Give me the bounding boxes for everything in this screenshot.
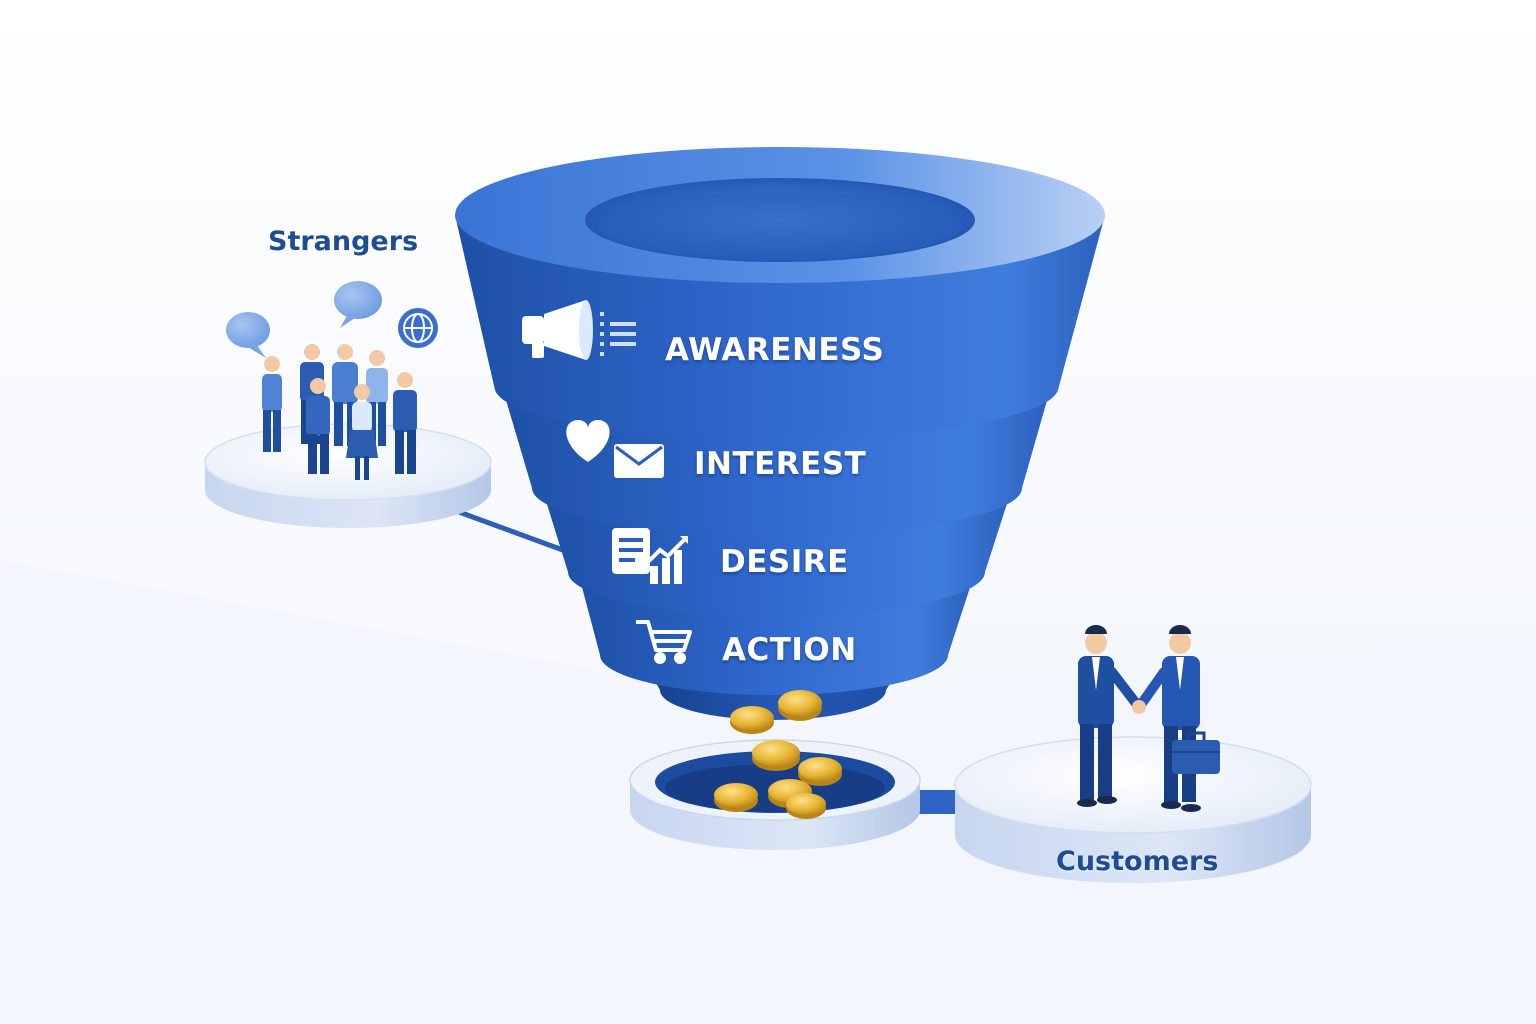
coin: [714, 783, 758, 812]
funnel-band-awareness: [455, 215, 1105, 439]
coin: [786, 793, 826, 819]
document-chart-icon: [612, 528, 688, 584]
stage-label-action: ACTION: [722, 632, 857, 668]
stage-label-awareness: AWARENESS: [665, 332, 885, 368]
funnel: [455, 147, 1105, 720]
stage-label-interest: INTEREST: [694, 446, 867, 482]
person-figure: [346, 384, 378, 480]
strangers-crowd: [262, 344, 417, 480]
chat-bubble-icon: [226, 312, 270, 358]
person-figure: [393, 372, 417, 474]
coin: [730, 706, 774, 734]
person-figure: [332, 344, 358, 446]
coin: [752, 740, 800, 771]
funnel-band-action: [578, 572, 975, 695]
customers-label: Customers: [1056, 846, 1219, 877]
coin: [778, 690, 822, 721]
strangers-label: Strangers: [268, 226, 419, 257]
funnel-band-interest: [503, 390, 1050, 536]
coin: [798, 757, 842, 786]
funnel-band-desire: [542, 488, 1012, 617]
person-figure: [262, 356, 282, 452]
briefcase-icon: [1172, 731, 1220, 774]
megaphone-icon: [522, 300, 636, 360]
shopping-cart-icon: [636, 620, 692, 664]
stage-label-desire: DESIRE: [720, 544, 849, 580]
businessman-figure: [1077, 625, 1143, 807]
coins: [714, 690, 842, 819]
heart-mail-icon: [566, 420, 664, 478]
globe-icon: [398, 308, 438, 348]
customers-platform: [954, 736, 1312, 883]
handshake-figures: [1077, 625, 1220, 812]
chat-bubble-icon: [334, 281, 382, 328]
person-figure: [306, 378, 330, 474]
